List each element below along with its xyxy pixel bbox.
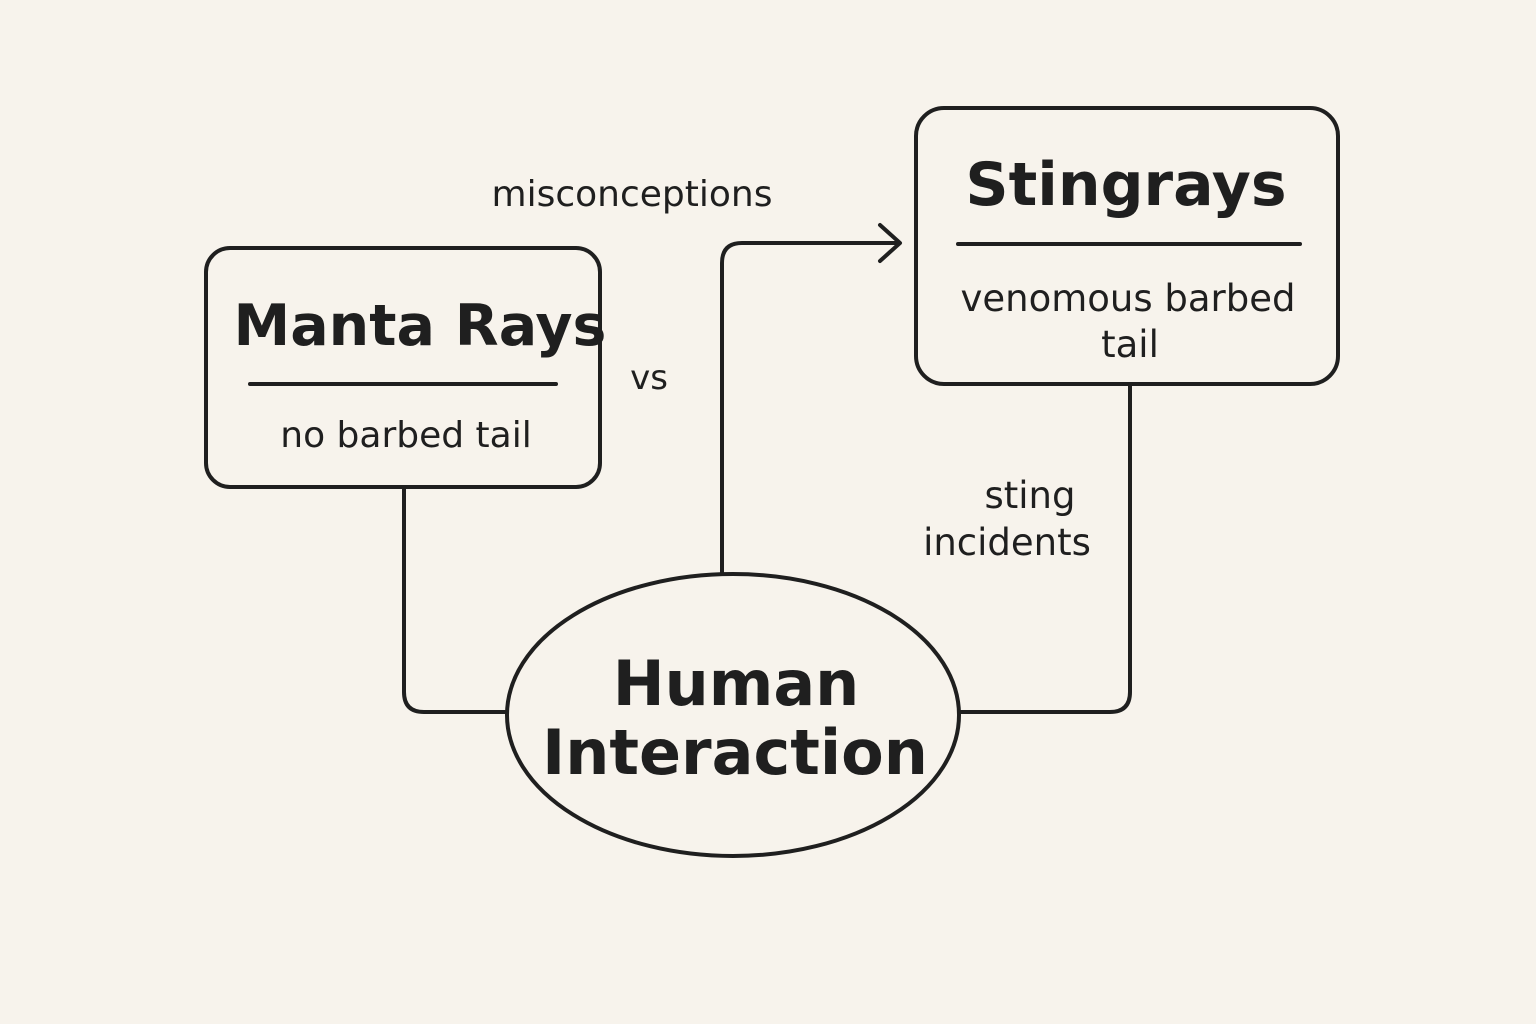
stingrays-description-line2: tail — [1101, 323, 1159, 366]
manta-rays-title: Manta Rays — [233, 293, 606, 359]
misconceptions-label: misconceptions — [492, 174, 773, 215]
connector-stingrays-to-human — [956, 384, 1132, 714]
sting-incidents-line1: sting — [984, 474, 1075, 517]
sting-incidents-line2: incidents — [923, 521, 1091, 564]
human-interaction-ellipse — [505, 572, 961, 858]
vs-label: vs — [630, 358, 668, 398]
connector-human-to-stingrays — [720, 241, 900, 592]
stingrays-description-line1: venomous barbed — [960, 277, 1295, 320]
connector-manta-to-human — [402, 486, 514, 714]
manta-rays-box — [204, 246, 602, 489]
stingrays-node: Stingrays venomous barbed tail — [914, 106, 1340, 386]
human-interaction-line2: Interaction — [542, 716, 928, 789]
arrowhead-icon — [878, 223, 902, 263]
human-interaction-node: Human Interaction — [505, 572, 961, 858]
manta-rays-description: no barbed tail — [280, 415, 531, 456]
manta-rays-node: Manta Rays no barbed tail — [204, 246, 607, 489]
stingrays-title: Stingrays — [965, 150, 1286, 220]
human-interaction-line1: Human — [613, 647, 860, 720]
